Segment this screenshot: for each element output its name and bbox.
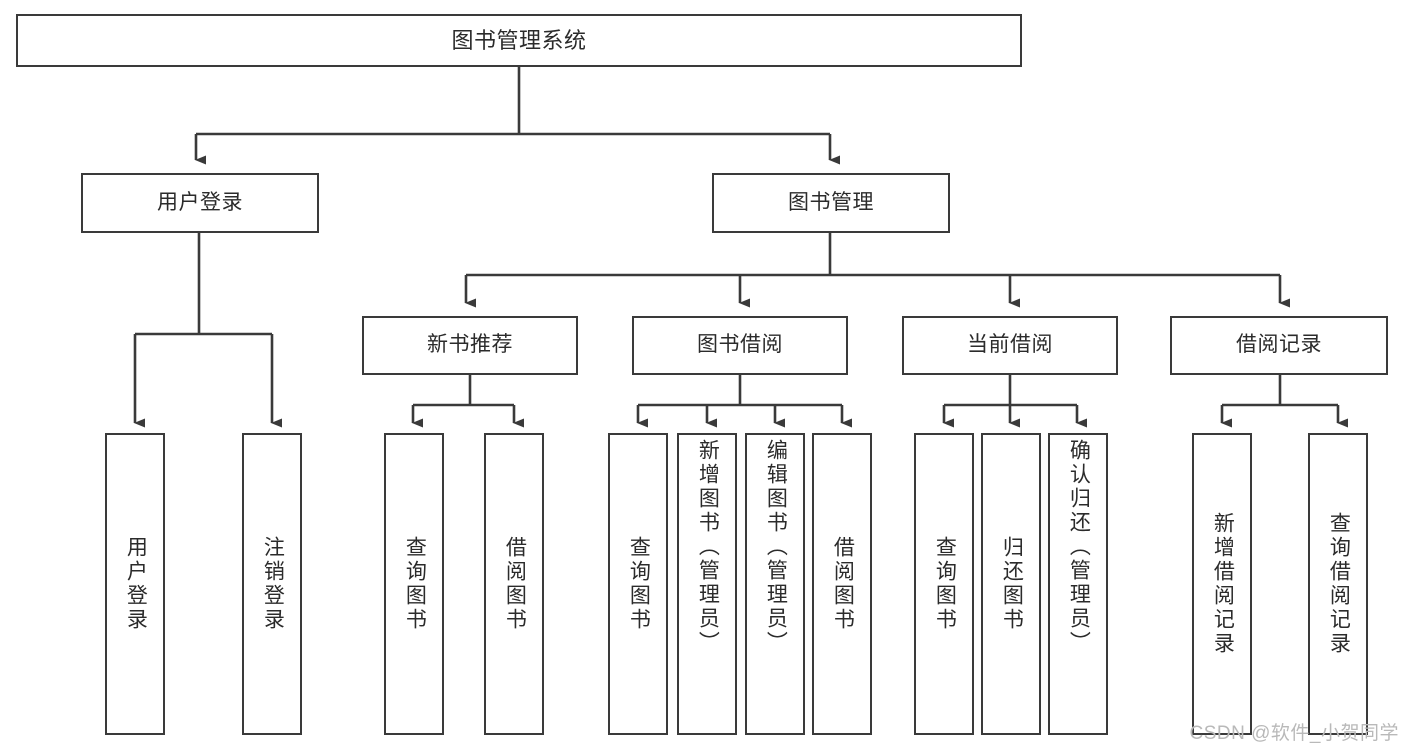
leaf-borrow-add-book[interactable]: 新增图书（管理员） [677, 433, 737, 735]
node-book-management[interactable]: 图书管理 [712, 173, 950, 233]
leaf-borrow-lend-book-label: 借阅图书 [831, 536, 855, 632]
leaf-user-login-signout-label: 注销登录 [261, 536, 285, 632]
leaf-record-add-record-label: 新增借阅记录 [1211, 512, 1235, 656]
node-current-borrow-label: 当前借阅 [967, 333, 1053, 357]
leaf-borrow-edit-book[interactable]: 编辑图书（管理员） [745, 433, 805, 735]
leaf-current-return-book-wrap: 归还图书 [983, 435, 1039, 733]
leaf-user-login-signin-label: 用户登录 [124, 536, 148, 632]
node-root-library-system[interactable]: 图书管理系统 [16, 14, 1022, 67]
leaf-current-query-book-label: 查询图书 [933, 536, 957, 632]
leaf-current-return-book[interactable]: 归还图书 [981, 433, 1041, 735]
node-user-login[interactable]: 用户登录 [81, 173, 319, 233]
leaf-borrow-lend-book-wrap: 借阅图书 [814, 435, 870, 733]
leaf-record-query-record-label: 查询借阅记录 [1327, 512, 1351, 656]
leaf-user-login-signout-wrap: 注销登录 [244, 435, 300, 733]
leaf-borrow-query-book-label: 查询图书 [627, 536, 651, 632]
leaf-borrow-lend-book[interactable]: 借阅图书 [812, 433, 872, 735]
csdn-watermark: CSDN @软件_小贺同学 [1189, 723, 1399, 744]
leaf-newbook-borrow-book[interactable]: 借阅图书 [484, 433, 544, 735]
leaf-newbook-borrow-book-wrap: 借阅图书 [486, 435, 542, 733]
leaf-current-confirm-return-wrap: 确认归还（管理员） [1050, 435, 1106, 733]
leaf-newbook-query-book-wrap: 查询图书 [386, 435, 442, 733]
node-book-management-label: 图书管理 [788, 190, 874, 214]
node-borrow-record[interactable]: 借阅记录 [1170, 316, 1388, 375]
leaf-borrow-edit-book-label: 编辑图书（管理员） [764, 439, 788, 655]
node-book-borrow[interactable]: 图书借阅 [632, 316, 848, 375]
leaf-record-add-record[interactable]: 新增借阅记录 [1192, 433, 1252, 735]
leaf-newbook-borrow-book-label: 借阅图书 [503, 536, 527, 632]
leaf-borrow-query-book[interactable]: 查询图书 [608, 433, 668, 735]
node-new-book-recommend[interactable]: 新书推荐 [362, 316, 578, 375]
leaf-borrow-add-book-label: 新增图书（管理员） [696, 439, 720, 655]
leaf-borrow-query-book-wrap: 查询图书 [610, 435, 666, 733]
leaf-user-login-signout[interactable]: 注销登录 [242, 433, 302, 735]
leaf-record-query-record[interactable]: 查询借阅记录 [1308, 433, 1368, 735]
leaf-borrow-edit-book-wrap: 编辑图书（管理员） [747, 435, 803, 733]
leaf-current-query-book[interactable]: 查询图书 [914, 433, 974, 735]
node-root-label: 图书管理系统 [451, 27, 587, 53]
leaf-current-query-book-wrap: 查询图书 [916, 435, 972, 733]
leaf-newbook-query-book-label: 查询图书 [403, 536, 427, 632]
leaf-user-login-signin-wrap: 用户登录 [107, 435, 163, 733]
leaf-record-add-record-wrap: 新增借阅记录 [1194, 435, 1250, 733]
leaf-user-login-signin[interactable]: 用户登录 [105, 433, 165, 735]
leaf-current-confirm-return[interactable]: 确认归还（管理员） [1048, 433, 1108, 735]
node-current-borrow[interactable]: 当前借阅 [902, 316, 1118, 375]
node-user-login-label: 用户登录 [157, 190, 243, 214]
leaf-current-return-book-label: 归还图书 [1000, 536, 1024, 632]
leaf-borrow-add-book-wrap: 新增图书（管理员） [679, 435, 735, 733]
node-borrow-record-label: 借阅记录 [1236, 333, 1322, 357]
node-book-borrow-label: 图书借阅 [697, 333, 783, 357]
leaf-current-confirm-return-label: 确认归还（管理员） [1067, 439, 1091, 655]
leaf-newbook-query-book[interactable]: 查询图书 [384, 433, 444, 735]
leaf-record-query-record-wrap: 查询借阅记录 [1310, 435, 1366, 733]
node-new-book-recommend-label: 新书推荐 [427, 333, 513, 357]
